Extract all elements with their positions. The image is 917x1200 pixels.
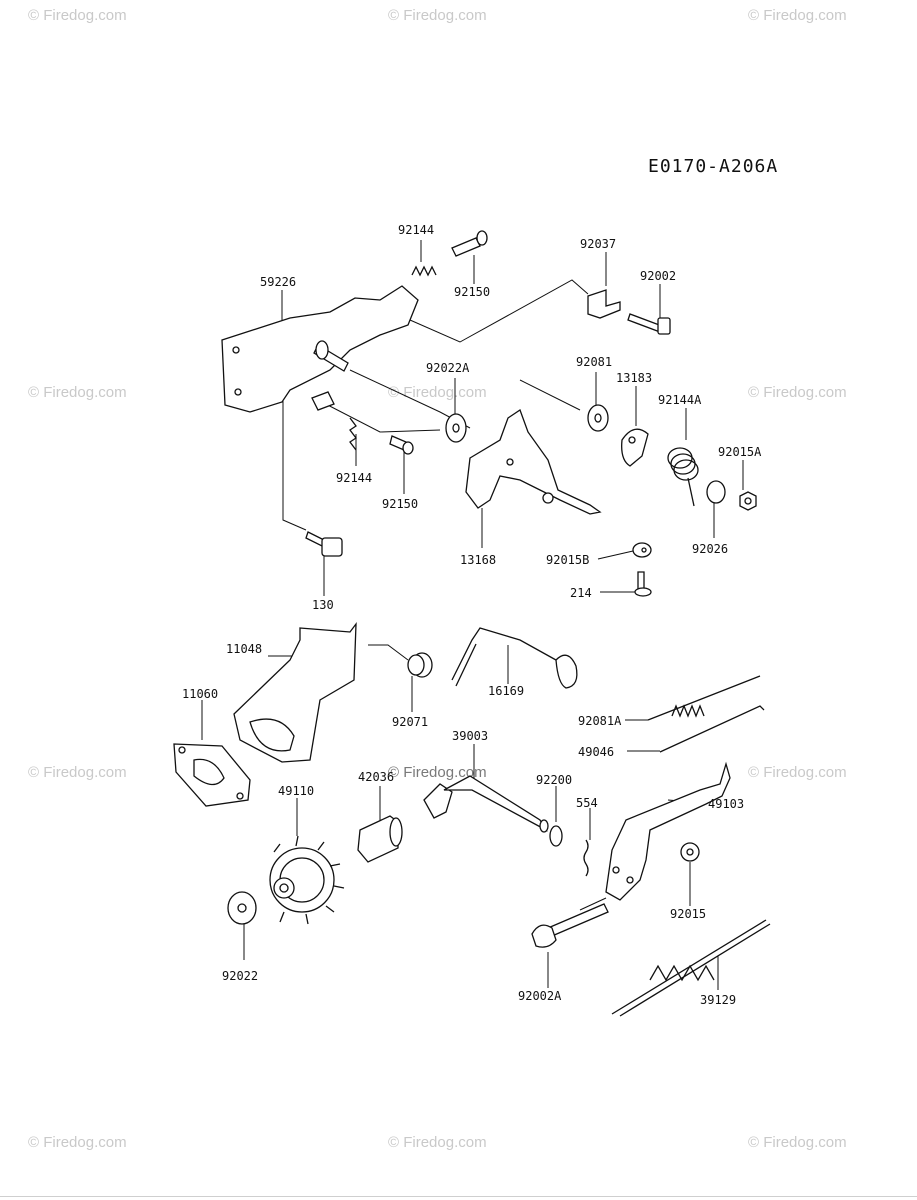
label-92015A: 92015A (718, 445, 762, 459)
spring-92144A (667, 447, 699, 507)
screw-214 (634, 571, 652, 597)
washer-92022 (227, 891, 257, 925)
bolt-92002A (531, 903, 609, 948)
diagram-code: E0170-A206A (648, 156, 778, 177)
label-92081A: 92081A (578, 714, 622, 728)
label-49046: 49046 (578, 745, 614, 759)
nut-92015 (680, 842, 700, 862)
label-214: 214 (570, 586, 592, 600)
bottom-rule (0, 1196, 917, 1197)
label-92002A: 92002A (518, 989, 562, 1003)
part-shapes (173, 230, 771, 1017)
collar-92026 (706, 480, 726, 504)
gear-49110 (269, 835, 345, 925)
rod-49046 (659, 705, 765, 753)
bracket-59226 (221, 285, 419, 413)
label-554: 554 (576, 796, 598, 810)
label-92144-mid: 92144 (336, 471, 372, 485)
plate-13183 (621, 428, 649, 467)
label-39129: 39129 (700, 993, 736, 1007)
spring-92144-top (411, 265, 437, 277)
spring-92081A (647, 675, 761, 721)
label-92037: 92037 (580, 237, 616, 251)
label-92200: 92200 (536, 773, 572, 787)
clip-92037 (587, 289, 621, 319)
label-92081: 92081 (576, 355, 612, 369)
label-16169: 16169 (488, 684, 524, 698)
watermark-bottom-left: © Firedog.com (28, 1134, 127, 1151)
label-42036: 42036 (358, 770, 394, 784)
lever-13168 (465, 409, 602, 515)
label-92150-top: 92150 (454, 285, 490, 299)
bracket-11048 (233, 621, 357, 763)
label-11060: 11060 (182, 687, 218, 701)
watermark-bottom-right: © Firedog.com (748, 1134, 847, 1151)
rod-16169 (451, 627, 578, 689)
watermark-mid-left: © Firedog.com (28, 384, 127, 401)
shaft-39003 (423, 775, 549, 833)
washer-92022A (445, 413, 467, 443)
watermark-mid-right: © Firedog.com (748, 384, 847, 401)
label-92022A: 92022A (426, 361, 470, 375)
watermark-mid-center: © Firedog.com (388, 384, 487, 401)
part-labels: 92144 92150 92037 92002 59226 92022A 920… (182, 223, 762, 1007)
label-11048: 11048 (226, 642, 262, 656)
screw-92150-top (451, 230, 488, 257)
label-39003: 39003 (452, 729, 488, 743)
nut-92015A (739, 491, 757, 511)
washer-92081 (587, 404, 609, 432)
watermark-low-right: © Firedog.com (748, 764, 847, 781)
watermark-top-right: © Firedog.com (748, 7, 847, 24)
label-92144A: 92144A (658, 393, 702, 407)
label-13168: 13168 (460, 553, 496, 567)
watermark-top-center: © Firedog.com (388, 7, 487, 24)
label-92022: 92022 (222, 969, 258, 983)
label-92150-mid: 92150 (382, 497, 418, 511)
grommet-92071 (407, 652, 433, 678)
label-92015: 92015 (670, 907, 706, 921)
label-92026: 92026 (692, 542, 728, 556)
gasket-11060 (173, 743, 251, 807)
label-130: 130 (312, 598, 334, 612)
watermark-top-left: © Firedog.com (28, 7, 127, 24)
bolt-130 (305, 531, 343, 557)
label-92015B: 92015B (546, 553, 589, 567)
spring-39129 (611, 919, 771, 1017)
screw-92150-mid (389, 435, 414, 455)
label-49103: 49103 (708, 797, 744, 811)
label-59226: 59226 (260, 275, 296, 289)
pinion-42036 (357, 815, 403, 863)
watermarks: © Firedog.com © Firedog.com © Firedog.co… (28, 7, 847, 1151)
lever-49103 (605, 761, 731, 901)
label-92071: 92071 (392, 715, 428, 729)
watermark-low-left: © Firedog.com (28, 764, 127, 781)
label-92144-top: 92144 (398, 223, 434, 237)
nut-92015B (632, 542, 652, 558)
watermark-low-center: © Firedog.com (388, 764, 487, 781)
bolt-92002 (627, 313, 671, 335)
spring-92144-mid (349, 417, 357, 451)
label-13183: 13183 (616, 371, 652, 385)
cable-554 (583, 839, 589, 877)
washer-92200 (549, 825, 563, 847)
label-92002: 92002 (640, 269, 676, 283)
watermark-bottom-center: © Firedog.com (388, 1134, 487, 1151)
label-49110: 49110 (278, 784, 314, 798)
